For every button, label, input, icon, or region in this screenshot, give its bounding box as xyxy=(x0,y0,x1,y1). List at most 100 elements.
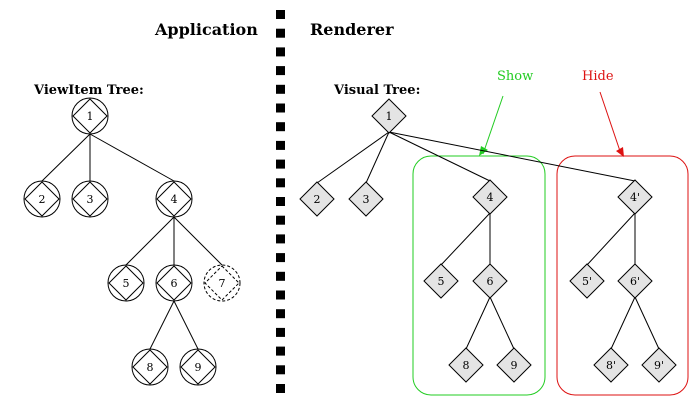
viewitem-node-label: 1 xyxy=(87,110,94,123)
divider-square xyxy=(276,234,285,244)
viewitem-node-label: 6 xyxy=(171,277,178,290)
divider-square xyxy=(276,384,285,393)
visual-node-1: 1 xyxy=(371,98,407,134)
visual-node-diamond xyxy=(593,347,629,383)
viewitem-node-diamond xyxy=(156,265,192,301)
visual-node-diamond xyxy=(617,263,653,299)
visual-node-6: 6 xyxy=(472,263,508,299)
viewitem-node-label: 7 xyxy=(219,277,226,290)
viewitem-node-7: 7 xyxy=(203,264,241,302)
visual-edge-1-4p xyxy=(388,131,636,182)
divider-square xyxy=(276,28,285,38)
visual-edge-6p-8p xyxy=(610,296,636,350)
visual-node-4p: 4' xyxy=(617,179,653,215)
visual-node-label: 8' xyxy=(606,359,616,372)
viewitem-node-diamond xyxy=(156,181,192,217)
visual-node-9: 9 xyxy=(496,347,532,383)
visual-node-5p: 5' xyxy=(569,263,605,299)
visual-node-9p: 9' xyxy=(641,347,677,383)
divider-square xyxy=(276,178,285,188)
visual-node-label: 3 xyxy=(363,193,370,206)
divider-square xyxy=(276,66,285,76)
hide-annotation: Hide xyxy=(582,69,614,84)
visual-node-label: 9' xyxy=(654,359,664,372)
viewitem-edge-1-4 xyxy=(89,133,175,182)
divider-square xyxy=(276,309,285,319)
divider-square xyxy=(276,140,285,150)
viewitem-node-8: 8 xyxy=(131,348,169,386)
visual-edge-6-8 xyxy=(465,296,491,350)
visual-node-label: 5' xyxy=(582,275,592,288)
divider-square xyxy=(276,290,285,300)
viewitem-node-1: 1 xyxy=(71,97,109,135)
viewitem-node-6: 6 xyxy=(155,264,193,302)
visual-node-diamond xyxy=(569,263,605,299)
viewitem-node-label: 2 xyxy=(39,193,46,206)
visual-tree-label: Visual Tree: xyxy=(333,83,420,98)
viewitem-node-label: 3 xyxy=(87,193,94,206)
visual-node-label: 2 xyxy=(314,193,321,206)
visual-node-6p: 6' xyxy=(617,263,653,299)
visual-node-2: 2 xyxy=(299,181,335,217)
visual-edge-4-5 xyxy=(440,212,491,266)
visual-node-diamond xyxy=(641,347,677,383)
hide-arrowhead xyxy=(616,147,624,157)
viewitem-node-label: 5 xyxy=(123,277,130,290)
viewitem-edge-4-7 xyxy=(173,216,223,266)
divider-square xyxy=(276,159,285,169)
viewitem-node-4: 4 xyxy=(155,180,193,218)
visual-node-diamond xyxy=(472,263,508,299)
divider-square xyxy=(276,271,285,281)
divider-square xyxy=(276,253,285,263)
viewitem-node-3: 3 xyxy=(71,180,109,218)
viewitem-tree-edges xyxy=(41,133,223,350)
visual-node-label: 6 xyxy=(487,275,494,288)
visual-node-diamond xyxy=(348,181,384,217)
visual-node-diamond xyxy=(299,181,335,217)
viewitem-node-diamond xyxy=(108,265,144,301)
viewitem-edge-6-9 xyxy=(173,300,199,350)
viewitem-node-diamond xyxy=(72,181,108,217)
visual-node-label: 8 xyxy=(463,359,470,372)
visual-node-diamond xyxy=(371,98,407,134)
viewitem-node-diamond xyxy=(180,349,216,385)
visual-node-4: 4 xyxy=(472,179,508,215)
visual-node-3: 3 xyxy=(348,181,384,217)
divider-square xyxy=(276,10,285,19)
visual-node-diamond xyxy=(617,179,653,215)
visual-edge-1-3 xyxy=(365,131,390,184)
viewitem-node-label: 4 xyxy=(171,193,178,206)
divider-dashed-line xyxy=(276,10,285,393)
divider-square xyxy=(276,327,285,337)
visual-edge-4p-5p xyxy=(586,212,636,266)
viewitem-node-diamond xyxy=(24,181,60,217)
show-arrow xyxy=(482,95,504,155)
visual-node-diamond xyxy=(496,347,532,383)
viewitem-node-label: 8 xyxy=(147,361,154,374)
hide-group-box xyxy=(556,155,689,396)
divider-square xyxy=(276,215,285,225)
visual-node-label: 6' xyxy=(630,275,640,288)
divider-square xyxy=(276,122,285,132)
viewitem-edge-6-8 xyxy=(149,300,175,350)
visual-node-label: 4' xyxy=(630,191,640,204)
divider-square xyxy=(276,103,285,113)
show-annotation: Show xyxy=(497,69,533,84)
hide-arrow xyxy=(599,91,622,155)
divider-square xyxy=(276,346,285,356)
viewitem-tree-nodes: 1 2 3 4 5 6 7 8 9 xyxy=(23,97,241,386)
visual-node-8p: 8' xyxy=(593,347,629,383)
visual-node-diamond xyxy=(423,263,459,299)
viewitem-node-5: 5 xyxy=(107,264,145,302)
viewitem-node-diamond xyxy=(72,98,108,134)
viewitem-node-label: 9 xyxy=(195,361,202,374)
divider-square xyxy=(276,47,285,57)
visual-edge-6p-9p xyxy=(634,296,660,350)
viewitem-node-9: 9 xyxy=(179,348,217,386)
viewitem-edge-1-2 xyxy=(41,133,91,182)
visual-node-diamond xyxy=(448,347,484,383)
visual-edge-1-2 xyxy=(316,131,390,184)
